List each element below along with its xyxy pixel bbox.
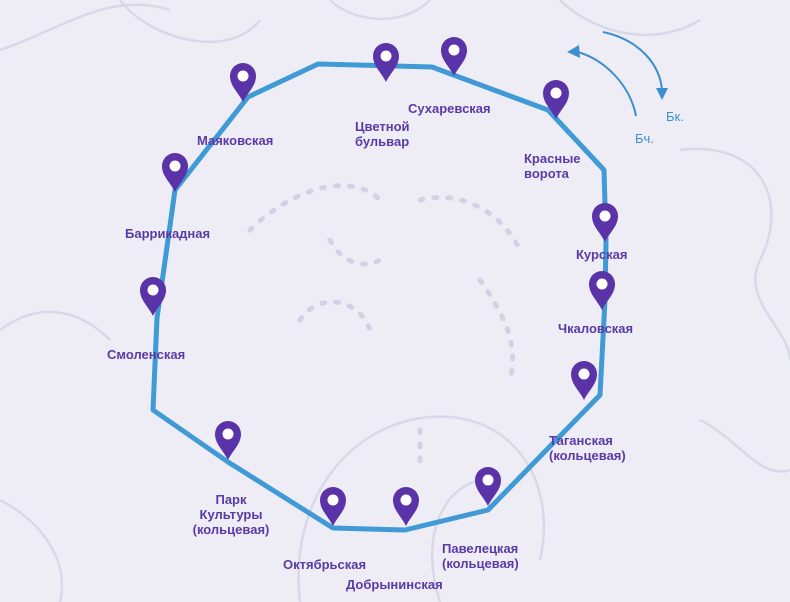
station-pin-krasnye-vorota[interactable] <box>543 80 569 119</box>
station-pin-taganskaya[interactable] <box>571 361 597 400</box>
station-label-kurskaya: Курская <box>576 247 628 262</box>
station-label-line: Красные <box>524 151 581 166</box>
station-label-line: Баррикадная <box>125 226 210 241</box>
counterclockwise-label: Бч. <box>635 131 654 146</box>
station-label-line: бульвар <box>355 134 409 149</box>
clockwise-arrow <box>602 31 663 91</box>
station-label-mayakovskaya: Маяковская <box>197 133 273 148</box>
map-pin-icon <box>162 153 188 192</box>
map-pin-icon <box>589 271 615 310</box>
station-label-barrikadnaya: Баррикадная <box>125 226 210 241</box>
station-pin-chkalovskaya[interactable] <box>589 271 615 310</box>
ring-line <box>150 61 609 533</box>
map-pin-hole <box>448 44 460 56</box>
station-label-smolenskaya: Смоленская <box>107 347 185 362</box>
station-label-line: Цветной <box>355 119 410 134</box>
map-pin-icon <box>592 203 618 242</box>
map-pin-icon <box>393 487 419 526</box>
map-pin-icon <box>140 277 166 316</box>
map-pin-hole <box>169 160 181 172</box>
station-pin-tsvetnoy-bulvar[interactable] <box>373 43 399 82</box>
station-pin-kurskaya[interactable] <box>592 203 618 242</box>
clockwise-label: Бк. <box>666 109 684 124</box>
map-pin-icon <box>475 467 501 506</box>
map-pin-icon <box>441 37 467 76</box>
map-pin-icon <box>571 361 597 400</box>
map-pin-hole <box>599 210 611 222</box>
map-pin-hole <box>147 284 159 296</box>
station-label-chkalovskaya: Чкаловская <box>558 321 633 336</box>
station-label-oktyabrskaya: Октябрьская <box>283 557 366 572</box>
direction-indicator: Бк. Бч. <box>567 31 684 146</box>
map-pin-hole <box>550 87 562 99</box>
map-pin-icon <box>543 80 569 119</box>
station-pin-mayakovskaya[interactable] <box>230 63 256 102</box>
map-pin-hole <box>596 278 608 290</box>
map-pin-hole <box>482 474 494 486</box>
map-pin-hole <box>400 494 412 506</box>
station-label-line: Павелецкая <box>442 541 518 556</box>
station-label-paveletskaya: Павелецкая(кольцевая) <box>442 541 519 571</box>
station-label-sukharevskaya: Сухаревская <box>408 101 491 116</box>
counterclockwise-arrow <box>577 51 637 117</box>
station-pin-belorusskaya[interactable] <box>162 153 188 192</box>
station-pin-smolenskaya[interactable] <box>140 277 166 316</box>
station-label-dobryninskaya: Добрынинская <box>346 577 443 592</box>
station-label-line: ворота <box>524 166 570 181</box>
map-pin-hole <box>380 50 392 62</box>
map-pin-icon <box>215 421 241 460</box>
map-pin-icon <box>373 43 399 82</box>
station-pin-park-kultury[interactable] <box>215 421 241 460</box>
map-pin-hole <box>222 428 234 440</box>
station-label-line: (кольцевая) <box>549 448 626 463</box>
station-label-line: (кольцевая) <box>193 522 270 537</box>
station-pins <box>140 37 618 526</box>
station-label-line: Добрынинская <box>346 577 443 592</box>
station-label-line: Таганская <box>549 433 613 448</box>
station-label-line: Сухаревская <box>408 101 491 116</box>
map-pin-icon <box>320 487 346 526</box>
station-pin-dobryninskaya[interactable] <box>393 487 419 526</box>
map-pin-icon <box>230 63 256 102</box>
station-label-line: (кольцевая) <box>442 556 519 571</box>
station-label-line: Парк <box>215 492 247 507</box>
station-label-line: Маяковская <box>197 133 273 148</box>
map-pin-hole <box>237 70 249 82</box>
clockwise-arrowhead <box>656 88 668 100</box>
map-pin-hole <box>327 494 339 506</box>
station-label-line: Чкаловская <box>558 321 633 336</box>
station-pin-paveletskaya[interactable] <box>475 467 501 506</box>
station-pin-prospekt-mira[interactable] <box>441 37 467 76</box>
station-label-taganskaya: Таганская(кольцевая) <box>549 433 626 463</box>
station-pin-oktyabrskaya[interactable] <box>320 487 346 526</box>
station-label-line: Культуры <box>200 507 263 522</box>
station-label-line: Смоленская <box>107 347 185 362</box>
station-label-line: Октябрьская <box>283 557 366 572</box>
map-pin-hole <box>578 368 590 380</box>
counterclockwise-arrowhead <box>567 45 580 58</box>
station-label-line: Курская <box>576 247 628 262</box>
